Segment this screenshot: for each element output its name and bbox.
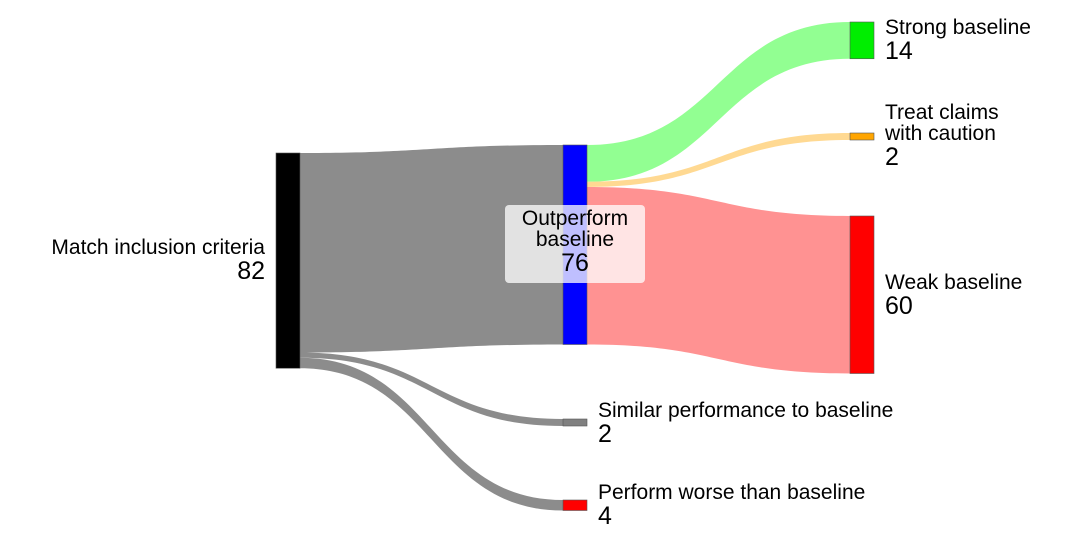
strong-label-line: Strong baseline (885, 16, 1031, 39)
strong-value: 14 (885, 37, 913, 65)
link-outperform-to-weak (587, 187, 850, 374)
link-outperform-to-strong (587, 22, 850, 182)
caution-label-line: Treat claims (885, 101, 999, 124)
match-label-line: Match inclusion criteria (51, 236, 265, 259)
caution-label-line: with caution (884, 122, 996, 145)
node-strong (849, 21, 875, 60)
node-similar (562, 418, 588, 427)
outperform-value: 76 (561, 249, 589, 277)
outperform-label-line: Outperform (522, 207, 628, 230)
links-layer (300, 22, 850, 511)
caution-value: 2 (885, 143, 899, 171)
node-match (275, 152, 301, 369)
label-background (505, 205, 645, 283)
node-weak (849, 215, 875, 374)
weak-label-line: Weak baseline (885, 271, 1022, 294)
link-match-to-similar (300, 352, 563, 426)
node-worse (562, 499, 588, 511)
worse-label-line: Perform worse than baseline (598, 481, 865, 504)
link-outperform-to-caution (587, 133, 850, 187)
worse-value: 4 (598, 502, 612, 530)
weak-value: 60 (885, 292, 913, 320)
link-match-to-worse (300, 357, 563, 511)
node-caution (849, 132, 875, 141)
link-match-to-outperform (300, 145, 563, 353)
outperform-label-line: baseline (536, 228, 614, 251)
similar-label-line: Similar performance to baseline (598, 399, 893, 422)
similar-value: 2 (598, 420, 612, 448)
match-value: 82 (237, 257, 265, 285)
